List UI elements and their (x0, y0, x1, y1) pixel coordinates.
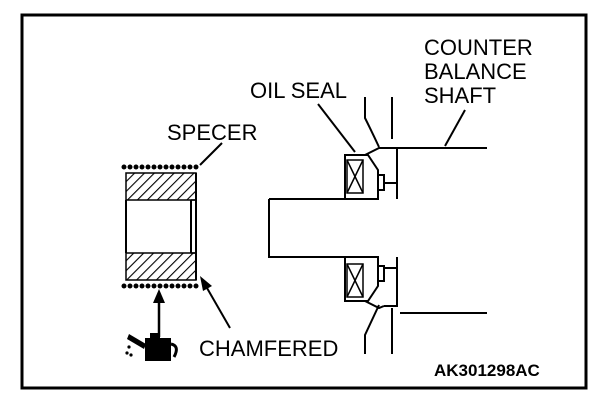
oil-seal-upper (344, 147, 385, 200)
counter-label-line2: BALANCE (424, 59, 527, 84)
spacer-part (121, 164, 199, 289)
counter-label-line3: SHAFT (424, 83, 496, 108)
oil-seal-label: OIL SEAL (250, 78, 347, 103)
counter-label-line1: COUNTER (424, 35, 533, 60)
figure-code-label: AK301298AC (434, 361, 540, 380)
chamfered-label: CHAMFERED (199, 336, 338, 361)
spacer-label: SPECER (167, 120, 257, 145)
figure-frame (20, 13, 588, 390)
chamfered-arrowhead (200, 276, 212, 291)
oil-can-icon (125, 333, 178, 361)
counter-balance-shaft-assembly (268, 97, 487, 354)
spacer-bottom-hatch (125, 252, 197, 281)
oil-dots-bottom (121, 283, 199, 289)
chamfered-arrow (206, 287, 231, 329)
oil-arrowhead (153, 289, 165, 303)
spacer-top-hatch (125, 172, 197, 201)
spacer-leader (199, 142, 223, 166)
oil-seal-lower (344, 256, 385, 310)
oil-dots-top (121, 164, 199, 170)
oil-seal-leader (317, 103, 356, 153)
shaft-leader (444, 109, 466, 147)
